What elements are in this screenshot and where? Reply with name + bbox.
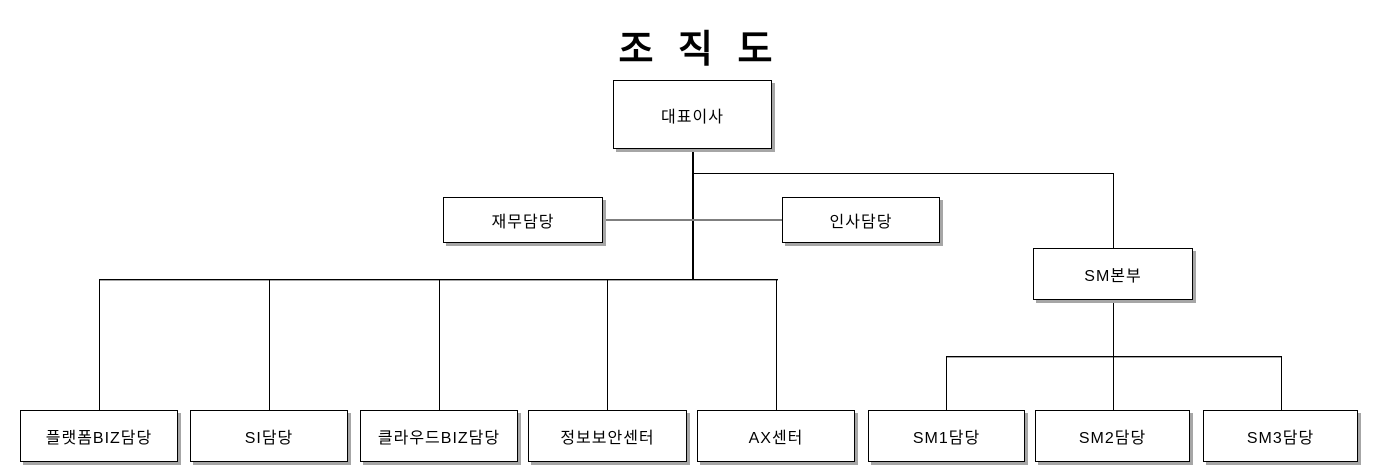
connector-smhq-elbow-vertical — [1113, 173, 1114, 248]
node-sm2: SM2담당 — [1035, 410, 1190, 462]
connector-drop-security — [607, 279, 608, 410]
connector-drop-platform — [99, 279, 100, 410]
node-cloud-label: 클라우드BIZ담당 — [377, 430, 501, 447]
connector-main-distribution — [99, 279, 778, 280]
node-si: SI담당 — [190, 410, 348, 462]
node-sm1-label: SM1담당 — [912, 430, 981, 447]
node-hr-label: 인사담당 — [829, 214, 893, 231]
node-ceo-label: 대표이사 — [661, 108, 724, 126]
connector-staff-line — [603, 219, 782, 221]
connector-drop-ax — [776, 279, 777, 410]
node-si-label: SI담당 — [244, 430, 294, 447]
node-security-center: 정보보안센터 — [528, 410, 687, 462]
node-platform-biz: 플랫폼BIZ담당 — [20, 410, 178, 462]
connector-smhq-elbow-horizontal — [693, 173, 1114, 174]
connector-ceo-trunk — [692, 149, 694, 281]
connector-smhq-trunk — [1113, 300, 1114, 356]
node-sm2-label: SM2담당 — [1078, 430, 1147, 447]
connector-sm-distribution — [946, 356, 1282, 357]
node-ceo: 대표이사 — [613, 80, 772, 149]
node-sm-headquarters: SM본부 — [1033, 248, 1193, 300]
node-platform-label: 플랫폼BIZ담당 — [45, 430, 153, 447]
connector-drop-sm3 — [1281, 356, 1282, 410]
connector-drop-sm1 — [946, 356, 947, 410]
connector-drop-sm2 — [1113, 356, 1114, 410]
connector-drop-si — [269, 279, 270, 410]
page-title: 조 직 도 — [618, 29, 780, 71]
node-sm1: SM1담당 — [868, 410, 1025, 462]
node-finance: 재무담당 — [443, 197, 603, 243]
node-finance-label: 재무담당 — [491, 214, 555, 231]
node-security-label: 정보보안센터 — [560, 430, 655, 447]
node-ax-center: AX센터 — [697, 410, 855, 462]
node-sm3-label: SM3담당 — [1246, 430, 1315, 447]
node-hr: 인사담당 — [782, 197, 940, 243]
node-ax-label: AX센터 — [748, 430, 804, 447]
node-cloud-biz: 클라우드BIZ담당 — [360, 410, 518, 462]
connector-drop-cloud — [439, 279, 440, 410]
node-sm3: SM3담당 — [1203, 410, 1358, 462]
node-smhq-label: SM본부 — [1084, 268, 1142, 285]
